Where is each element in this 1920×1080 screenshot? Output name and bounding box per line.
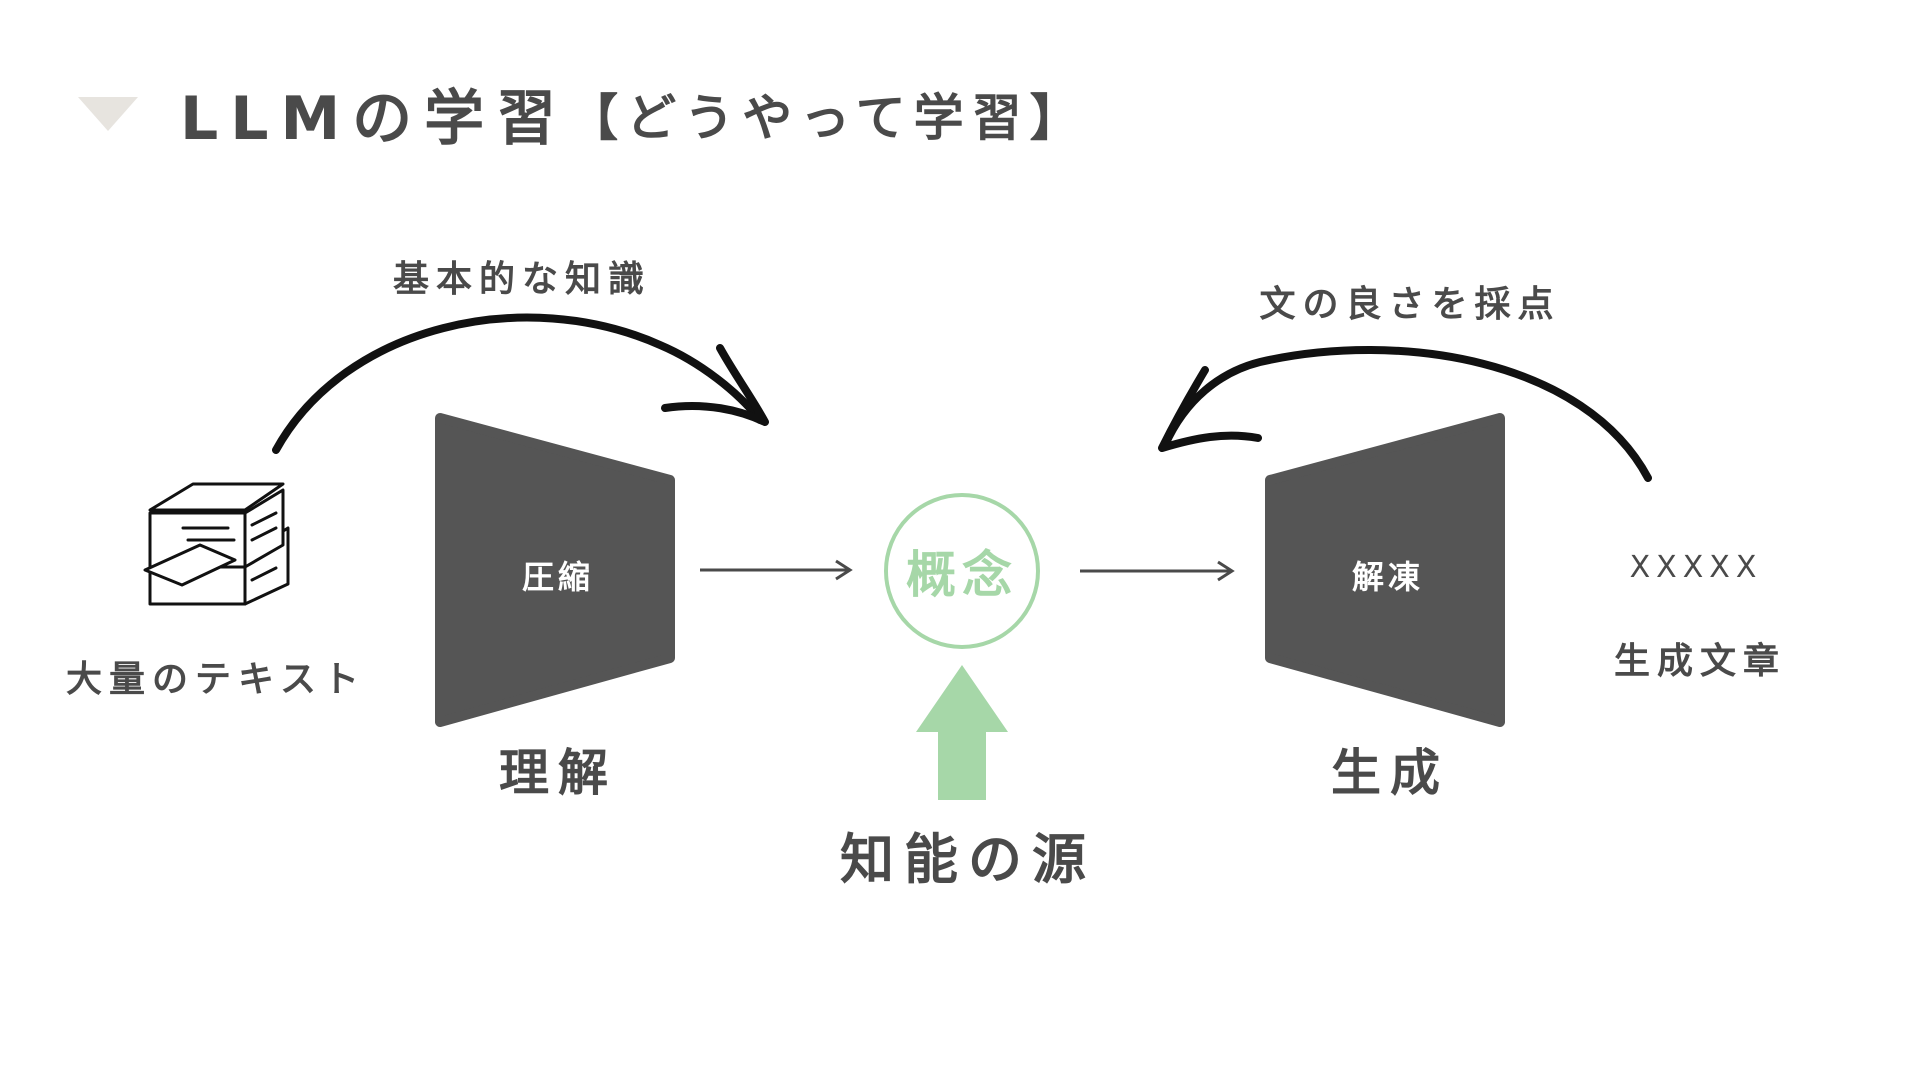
label-understand: 理解 [499, 744, 617, 802]
title-marker-icon [78, 96, 138, 131]
label-input-text: 大量のテキスト [66, 659, 366, 700]
concept-node: 概念 [884, 493, 1040, 649]
knowledge-curve-arrow [272, 313, 769, 454]
label-basic-knowledge: 基本的な知識 [392, 259, 652, 300]
label-placeholder-text: XXXXX [1629, 550, 1763, 585]
label-generate: 生成 [1331, 744, 1449, 802]
arrow-to-concept [700, 559, 853, 581]
up-arrow-icon [916, 665, 1008, 800]
decompress-funnel [1265, 413, 1505, 727]
label-source-of-intelligence: 知能の源 [840, 828, 1096, 891]
compress-funnel [435, 413, 675, 727]
arrow-from-concept [1080, 560, 1235, 582]
label-generated-text: 生成文章 [1613, 641, 1787, 682]
label-score-sentence: 文の良さを採点 [1259, 284, 1561, 325]
document-stack-icon [143, 482, 290, 606]
title-row: LLMの学習 【どうやって学習】 [78, 70, 1088, 157]
page-title: LLMの学習 [180, 84, 569, 154]
page-subtitle: 【どうやって学習】 [568, 88, 1088, 147]
label-compress: 圧縮 [521, 558, 595, 596]
label-concept: 概念 [906, 546, 1018, 604]
scoring-curve-arrow [1158, 346, 1652, 482]
label-decompress: 解凍 [1351, 558, 1425, 596]
